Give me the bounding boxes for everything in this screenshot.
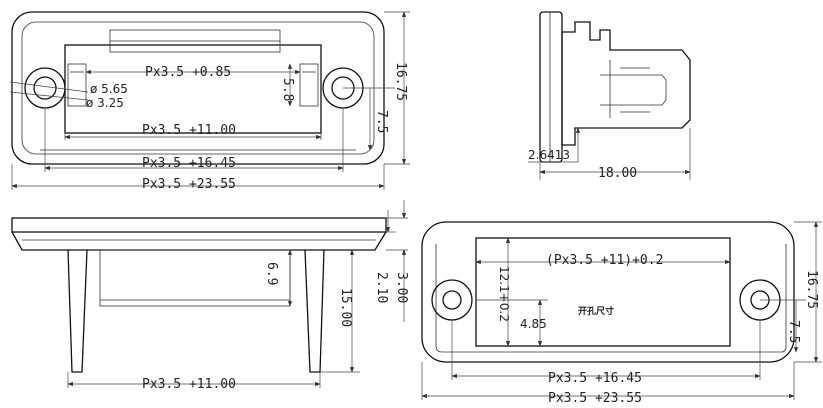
side-view: 18.00 2.6413 — [528, 11, 691, 181]
dim-overall: Px3.5 +23.55 — [548, 391, 642, 406]
dim-slot-height: 5.8 — [280, 78, 295, 101]
cutout-label: 开孔尺寸 — [578, 305, 614, 317]
dim-cut-height: 12.1+0.2 — [497, 266, 511, 322]
front-flange — [11, 217, 387, 233]
side-flange — [539, 11, 563, 163]
cutout-view: (Px3.5 +11)+0.2 12.1+0.2 4.85 开孔尺寸 16.75… — [421, 221, 822, 406]
dim-outer-hole-dia: ø 5.65 — [90, 82, 128, 96]
dim-total-height: 15.00 — [338, 288, 353, 327]
side-latch — [600, 74, 667, 106]
dim-hole-spacing: Px3.5 +16.45 — [142, 156, 236, 171]
dim-plate: 2.10 — [374, 272, 389, 303]
cutout-left-hole-outer — [431, 279, 473, 321]
dim-center: 4.85 — [520, 317, 547, 331]
dim-hole-spacing: Px3.5 +16.45 — [548, 371, 642, 386]
front-flange-lower — [11, 231, 387, 251]
dim-width: 16.75 — [804, 270, 819, 309]
top-view: Px3.5 +0.85 ø 5.65 ø 3.25 5.8 16.75 7.5 … — [9, 11, 410, 192]
dim-flange: 3.00 — [394, 272, 409, 303]
front-view: 3.00 2.10 6.9 15.00 Px3.5 +11.00 — [11, 200, 409, 392]
dim-inner-bottom: Px3.5 +11.00 — [142, 123, 236, 138]
cutout-left-hole-inner — [442, 290, 462, 310]
dim-overall: Px3.5 +23.55 — [142, 177, 236, 192]
cutout-flange — [421, 221, 795, 363]
dim-small: 2.6413 — [528, 148, 570, 162]
cutout-opening — [475, 237, 731, 347]
right-leg — [304, 249, 325, 373]
dim-length: 18.00 — [598, 166, 637, 181]
dim-inner-top: Px3.5 +0.85 — [145, 65, 231, 80]
dim-cut-width: (Px3.5 +11)+0.2 — [546, 253, 663, 268]
dim-bottom: Px3.5 +11.00 — [142, 377, 236, 392]
dim-hole-offset: 7.5 — [374, 110, 389, 133]
dim-inner-hole-dia: ø 3.25 — [86, 96, 124, 110]
dim-width: 16.75 — [393, 62, 408, 101]
dim-leg-height: 6.9 — [264, 262, 279, 285]
right-clip — [299, 63, 319, 107]
front-body — [99, 249, 291, 307]
dim-hole-offset: 7.5 — [786, 320, 801, 343]
side-body — [561, 21, 691, 146]
left-leg — [67, 249, 88, 373]
left-clip — [67, 63, 87, 107]
